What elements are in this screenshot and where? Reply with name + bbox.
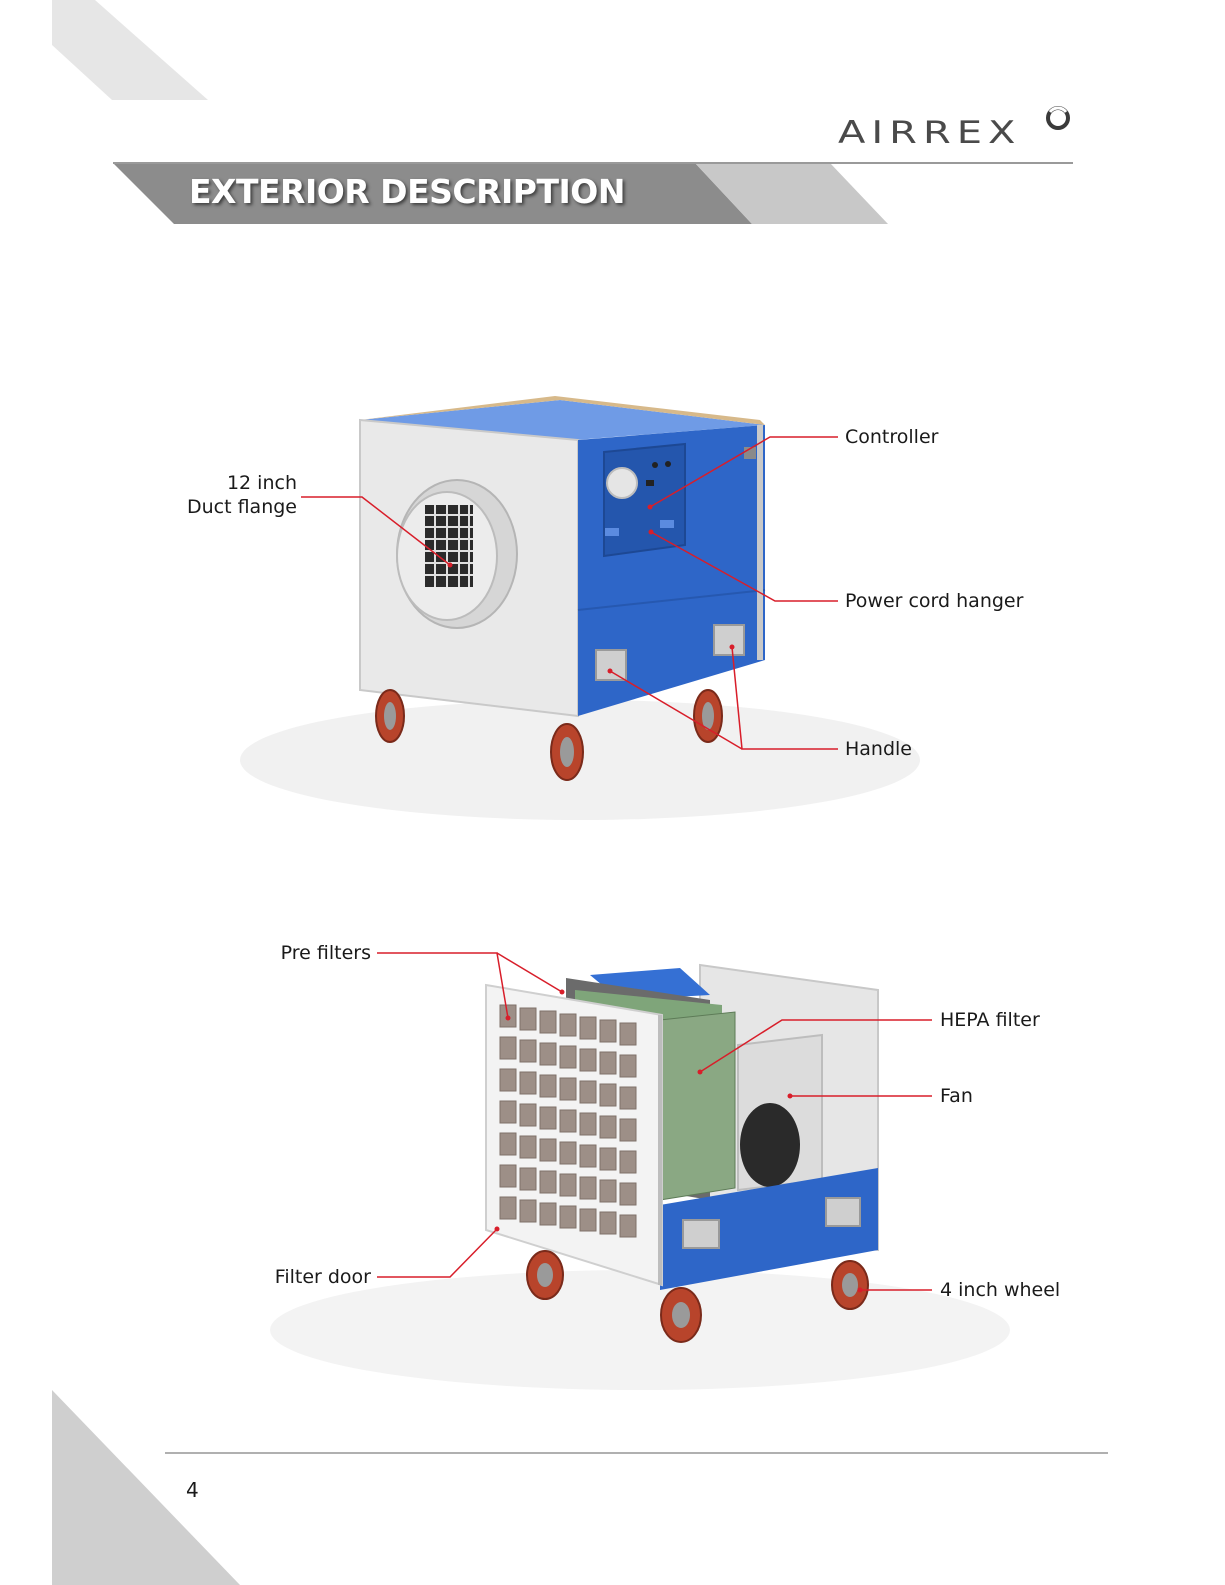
filter-door-label: Filter door (240, 1265, 371, 1289)
hepa-filter-label: HEPA filter (940, 1008, 1040, 1032)
page-number: 4 (186, 1478, 199, 1502)
wheel-label: 4 inch wheel (940, 1278, 1060, 1302)
pre-filters-label: Pre filters (240, 941, 371, 965)
fan-label: Fan (940, 1084, 973, 1108)
